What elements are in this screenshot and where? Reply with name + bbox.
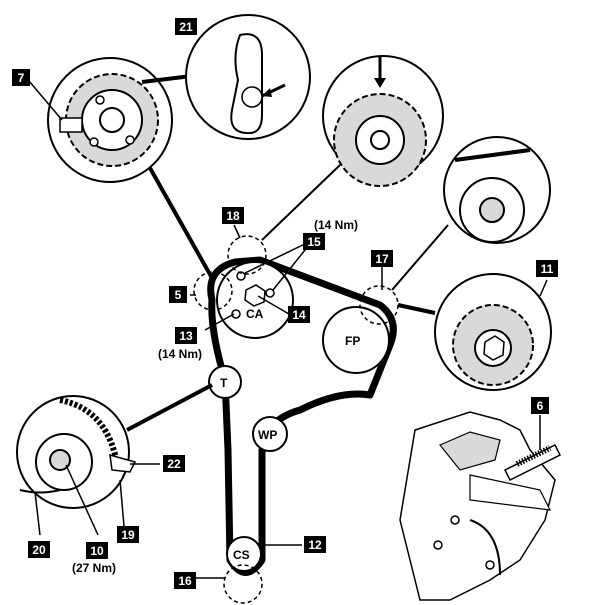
- callout-19: 19: [117, 526, 139, 543]
- svg-text:6: 6: [537, 399, 544, 413]
- svg-text:18: 18: [226, 209, 240, 223]
- svg-text:14: 14: [292, 308, 306, 322]
- torque-camshaft-top: (14 Nm): [314, 218, 358, 232]
- svg-text:10: 10: [90, 544, 104, 558]
- callout-21: 21: [175, 18, 197, 35]
- svg-text:17: 17: [375, 252, 389, 266]
- svg-text:22: 22: [167, 457, 181, 471]
- svg-text:20: 20: [32, 543, 46, 557]
- callout-15: 15: [303, 233, 325, 250]
- torque-tensioner: (27 Nm): [72, 561, 116, 575]
- callout-14: 14: [288, 306, 310, 323]
- callout-7: 7: [12, 69, 30, 86]
- callout-12: 12: [304, 536, 326, 553]
- svg-text:11: 11: [541, 262, 554, 276]
- fuel-pump-label: FP: [345, 334, 360, 348]
- svg-text:19: 19: [121, 528, 135, 542]
- detail-camshaft-lock: [47, 57, 173, 183]
- callout-22: 22: [163, 455, 185, 472]
- callout-11: 11: [536, 260, 558, 277]
- svg-text:12: 12: [308, 538, 322, 552]
- svg-text:16: 16: [178, 574, 192, 588]
- detail-slot: [185, 14, 311, 140]
- locking-tool: [503, 443, 562, 482]
- detail-fuel-pump-hub: [443, 136, 551, 244]
- water-pump-pulley: WP: [252, 416, 288, 452]
- svg-text:15: 15: [307, 235, 321, 249]
- detail-engine-block: [399, 411, 562, 601]
- callout-13: 13: [175, 327, 197, 344]
- tensioner-pulley: T: [208, 365, 242, 399]
- camshaft-pulley: CA: [216, 261, 294, 339]
- svg-text:21: 21: [179, 20, 193, 34]
- callout-10: 10: [86, 542, 108, 559]
- callout-20: 20: [28, 541, 50, 558]
- detail-fuel-pump-sprocket: [434, 273, 552, 391]
- crankshaft-pulley: CS: [226, 536, 262, 572]
- crankshaft-label: CS: [233, 548, 250, 562]
- svg-text:13: 13: [179, 329, 193, 343]
- callout-18: 18: [222, 207, 244, 224]
- callout-16: 16: [174, 572, 196, 589]
- detail-tensioner-adjust: [16, 395, 137, 509]
- focus-circle-16: [223, 564, 263, 604]
- focus-circle-18: [227, 235, 267, 275]
- fuel-pump-pulley: FP: [322, 306, 390, 374]
- camshaft-label: CA: [246, 307, 264, 321]
- svg-text:5: 5: [175, 288, 182, 302]
- svg-text:7: 7: [18, 71, 25, 85]
- callout-6: 6: [531, 397, 549, 414]
- tensioner-label: T: [220, 376, 228, 390]
- callout-5: 5: [169, 286, 187, 303]
- water-pump-label: WP: [258, 428, 277, 442]
- focus-circle-5: [193, 271, 233, 311]
- detail-cam-mark: [322, 55, 444, 187]
- callout-17: 17: [371, 250, 393, 267]
- torque-camshaft-left: (14 Nm): [158, 347, 202, 361]
